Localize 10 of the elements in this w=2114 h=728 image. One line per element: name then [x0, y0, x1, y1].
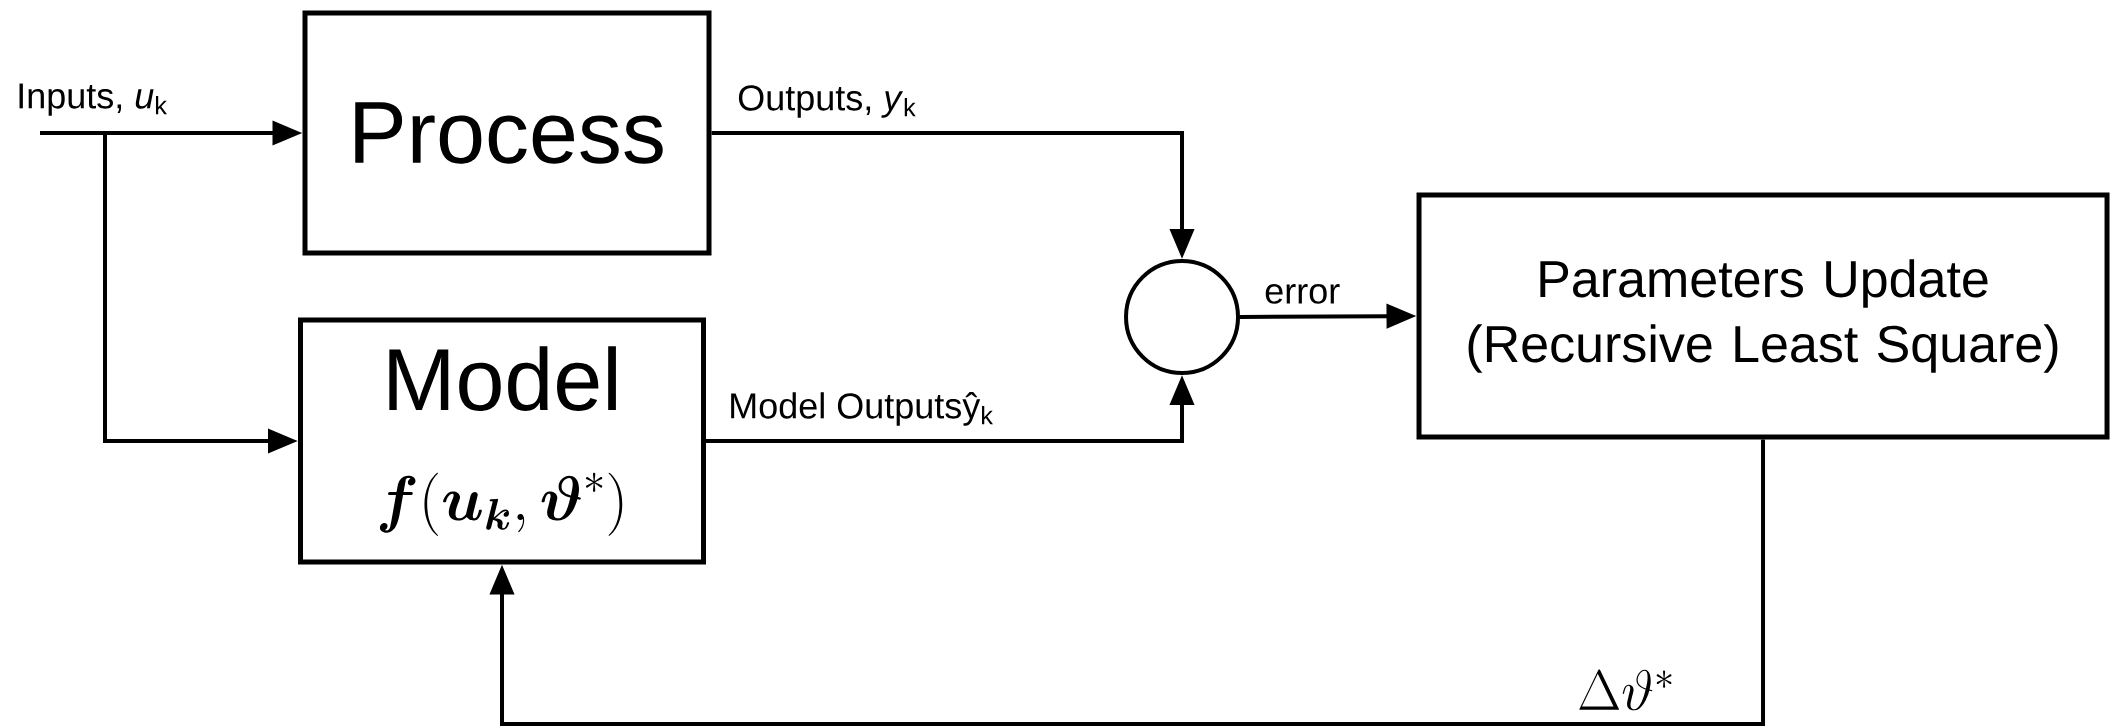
edge-label: Model Outputsŷ$_{k}$ — [726, 390, 996, 428]
edge-label: Inputs, u$_{k}$ — [14, 81, 170, 118]
edge-label: $\Delta\vartheta^{*}$ — [1575, 668, 1677, 712]
parameters-update-box: Parameters Update (Recursive Least Square) — [1416, 192, 2110, 440]
process-box: Process — [302, 10, 712, 256]
model-box: Model $\boldsymbol{f}(\boldsymbol{u}_{\boldsymbol{k}},\boldsymbol{\vartheta}^{*})$ — [298, 317, 706, 565]
edge-label: Outputs, y$_{k}$ — [735, 83, 919, 120]
arrow — [489, 439, 1766, 726]
summing-junction-circle — [1124, 259, 1240, 375]
edge-label: error — [1262, 282, 1343, 306]
